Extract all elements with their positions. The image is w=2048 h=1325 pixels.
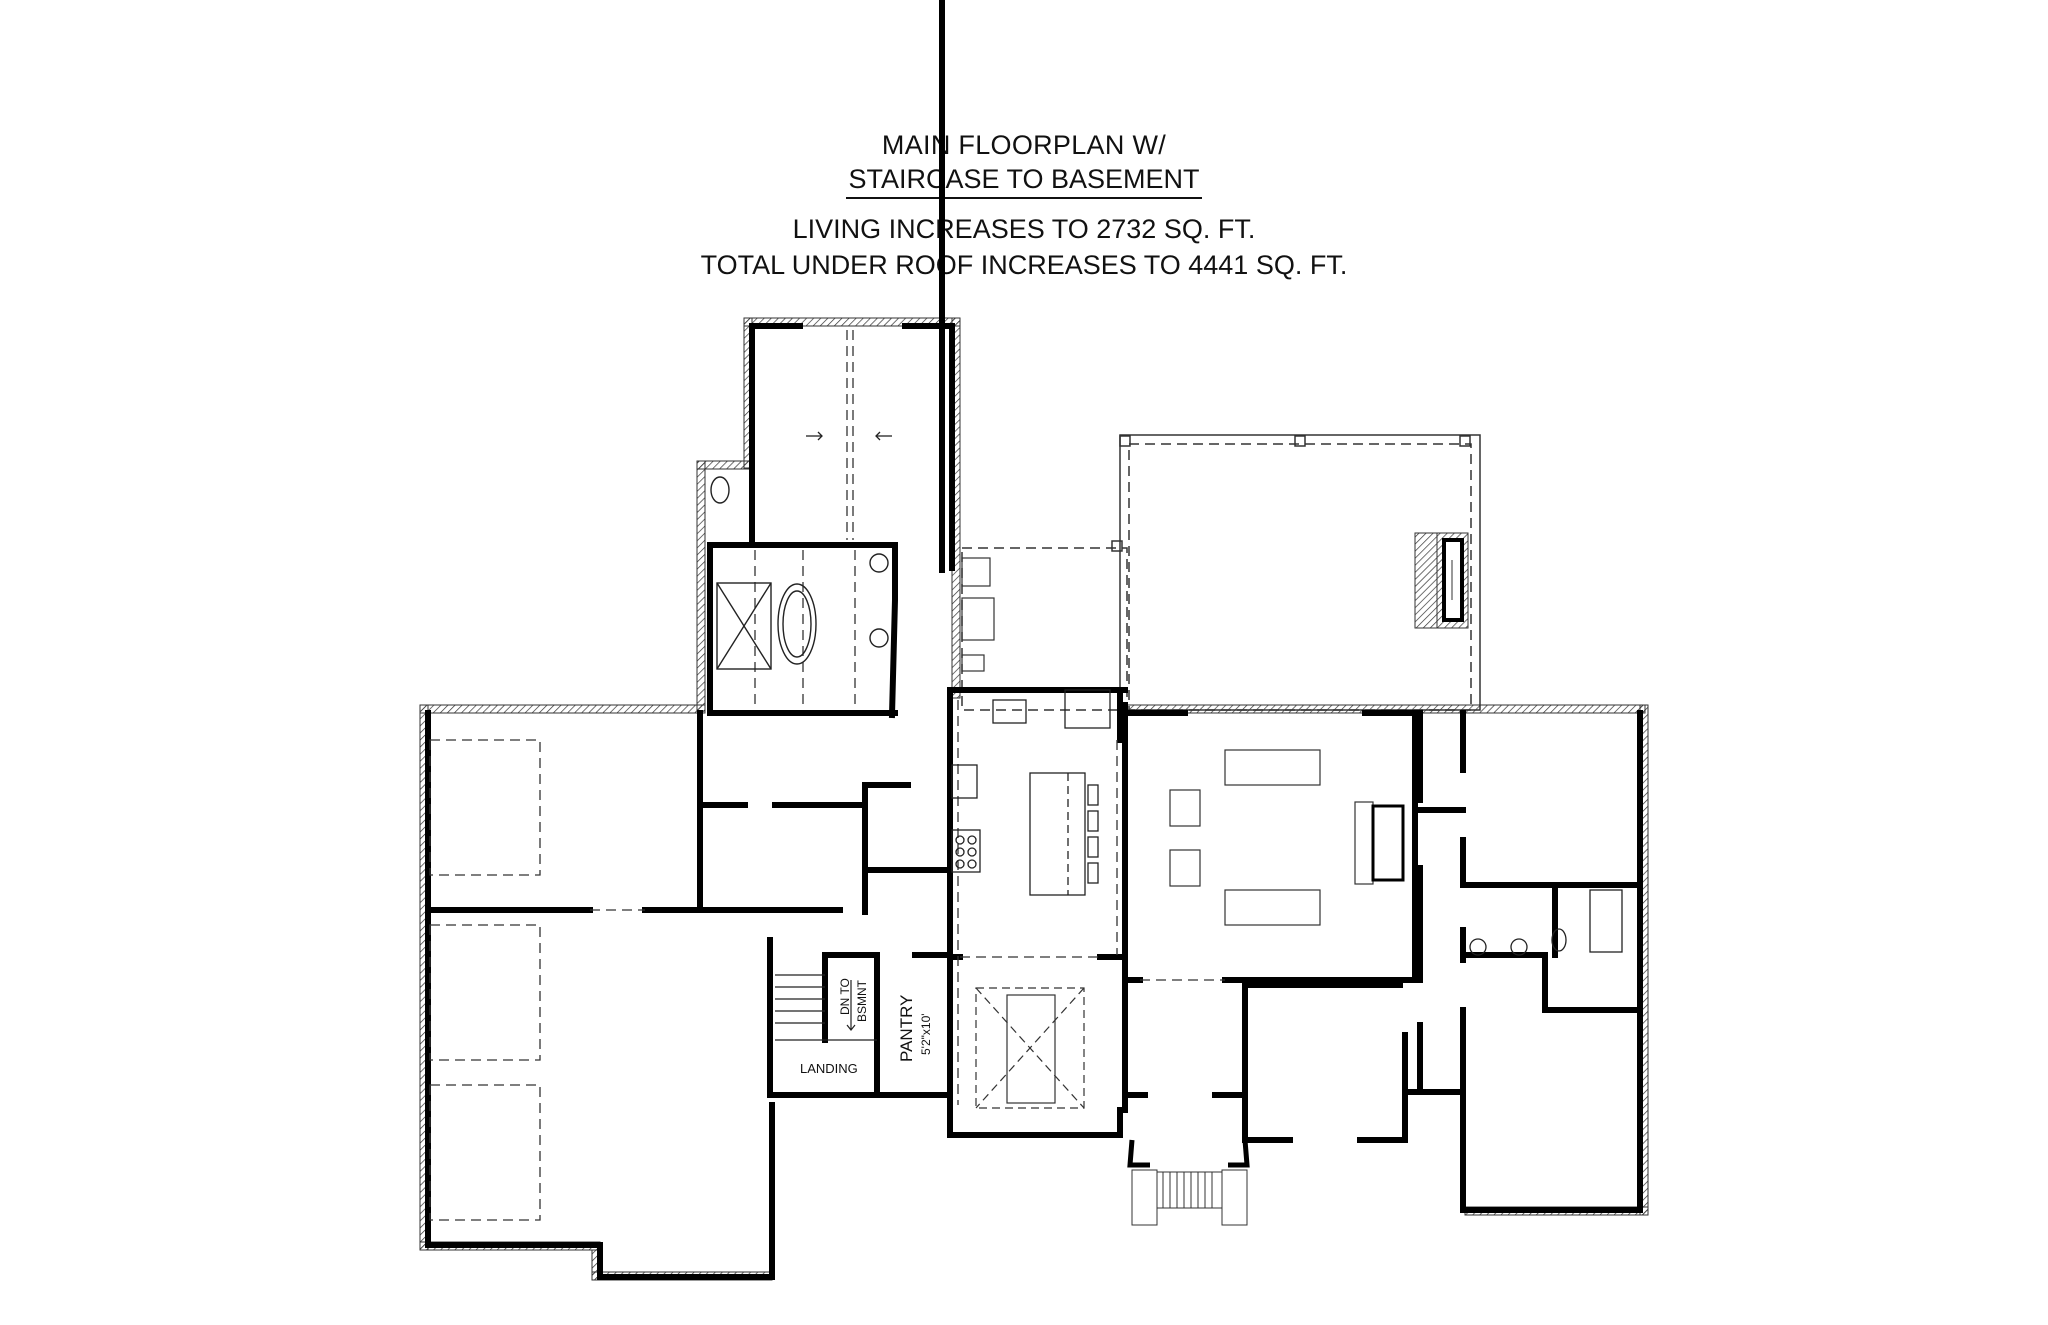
hall-bath-fixtures [1469,889,1623,956]
kitchen-fixtures [951,689,1111,896]
sofa-icon [1224,889,1321,926]
cooktop-icon [951,829,981,873]
plan-title-line1: MAIN FLOORPLAN W/ [881,130,1167,160]
title-block: MAIN FLOORPLAN W/ STAIRCASE TO BASEMENT … [0,128,2048,283]
kitchen-sink-icon [992,699,1027,724]
pantry-label: PANTRY [897,995,916,1062]
stairs-bsmnt-label: BSMNT [855,979,869,1022]
master-bath-fixtures [710,476,889,670]
sofa-icon [1224,749,1321,786]
toilet-icon [1551,928,1567,952]
kitchen-island [1029,772,1086,896]
armchair-icon [1169,789,1201,827]
fireplace-icon [1354,801,1374,885]
sink-icon [1469,938,1487,956]
bathtub-icon [777,583,817,665]
sink-icon [1510,938,1528,956]
sink-icon [869,628,889,648]
total-area-note: TOTAL UNDER ROOF INCREASES TO 4441 SQ. F… [700,250,1348,280]
pantry-size-label: 5'2"x10' [919,1013,933,1055]
outdoor-fireplace-icon [1414,532,1469,629]
staircase-icon [775,974,877,1041]
outdoor-grill-icon [961,557,995,672]
covered-patio [961,434,1481,711]
plan-title-line2: STAIRCASE TO BASEMENT [846,162,1202,199]
armchair-icon [1169,849,1201,887]
ceiling-arrows [806,431,892,441]
sink-icon [869,553,889,573]
landing-label: LANDING [800,1061,858,1076]
toilet-icon [710,476,730,504]
ceiling-lines [429,330,1225,1221]
stairs-down-label: DN TO [838,978,852,1015]
living-room-furniture [1169,749,1405,926]
walls [425,0,1643,1280]
living-area-note: LIVING INCREASES TO 2732 SQ. FT. [792,214,1256,244]
bathtub-icon [1589,889,1623,953]
dining-table-icon [975,987,1085,1109]
front-steps [1127,1139,1250,1226]
